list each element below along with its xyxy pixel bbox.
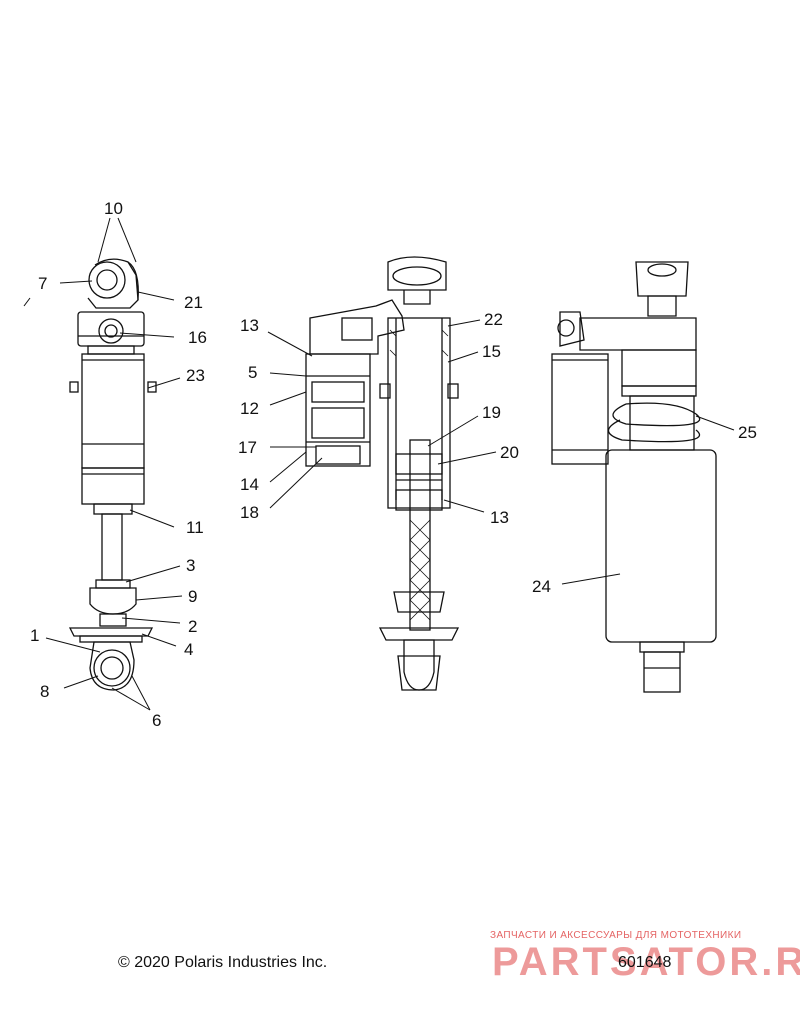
callout-2: 2 — [188, 617, 197, 636]
callout-22: 22 — [484, 310, 503, 329]
callout-16: 16 — [188, 328, 207, 347]
callout-9: 9 — [188, 587, 197, 606]
callout-18: 18 — [240, 503, 259, 522]
callout-6: 6 — [152, 711, 161, 730]
left-shock-assembly — [68, 258, 157, 691]
callout-8: 8 — [40, 682, 49, 701]
callout-1: 1 — [30, 626, 39, 645]
callout-20: 20 — [500, 443, 519, 462]
callout-24: 24 — [532, 577, 551, 596]
callout-15: 15 — [482, 342, 501, 361]
leader-lines — [23, 217, 735, 711]
cutaway-hatching — [389, 329, 449, 621]
callout-13-bottom: 13 — [490, 508, 509, 527]
callout-17: 17 — [238, 438, 257, 457]
callout-4: 4 — [184, 640, 193, 659]
copyright-notice: © 2020 Polaris Industries Inc. — [118, 954, 328, 971]
callout-3: 3 — [186, 556, 195, 575]
callout-23: 23 — [186, 366, 205, 385]
diagram-part-number: 601648 — [618, 954, 672, 971]
callout-10: 10 — [104, 199, 123, 218]
callout-12: 12 — [240, 399, 259, 418]
callout-7: 7 — [38, 274, 47, 293]
callout-11: 11 — [186, 518, 204, 537]
right-shock-assembly — [551, 261, 717, 693]
callout-19: 19 — [482, 403, 501, 422]
callout-5: 5 — [248, 363, 257, 382]
callout-14: 14 — [240, 475, 259, 494]
watermark-logo: PARTSATOR.RU — [492, 940, 800, 984]
center-cutaway-assembly — [305, 256, 460, 691]
callout-13-top: 13 — [240, 316, 259, 335]
callout-21: 21 — [184, 293, 203, 312]
watermark-tagline: ЗАПЧАСТИ И АКСЕССУАРЫ ДЛЯ МОТОТЕХНИКИ — [490, 930, 742, 941]
callout-25: 25 — [738, 423, 757, 442]
callout-labels: 10 7 21 16 23 11 3 9 2 4 1 8 6 13 5 12 1… — [30, 199, 757, 730]
